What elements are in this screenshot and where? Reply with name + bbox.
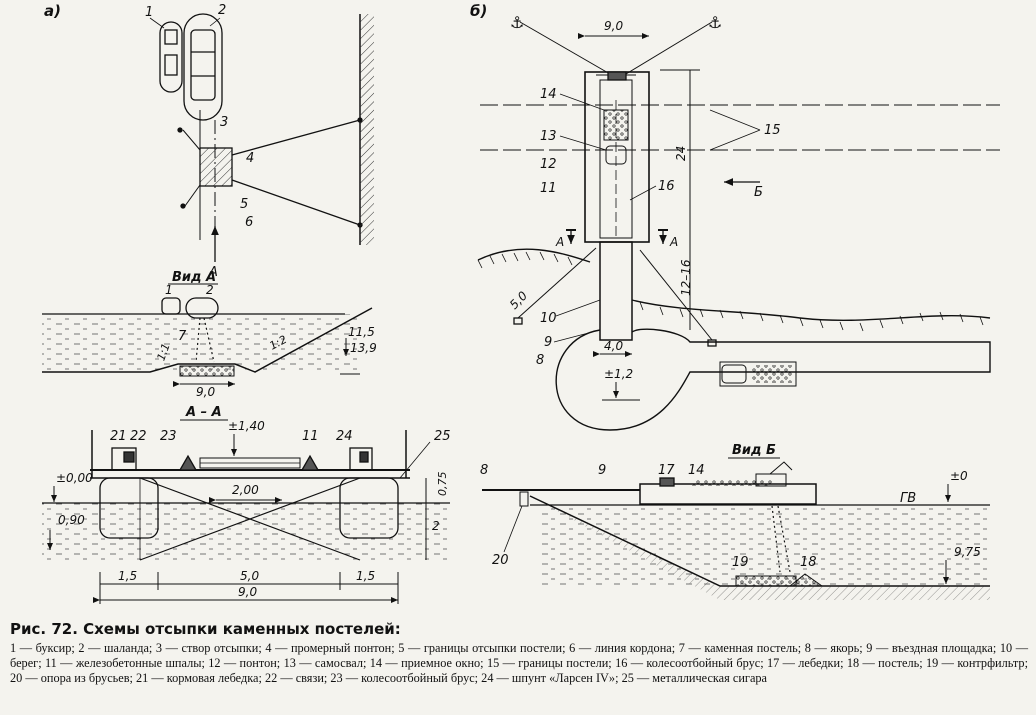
tug-1 (159, 21, 183, 93)
dim-aa-15-right: 1,5 (356, 569, 375, 583)
arrow-a-label: А (208, 265, 218, 280)
dim-b-12: ±1,2 (604, 367, 633, 381)
tie-22b (139, 477, 361, 561)
view-b: Вид Б ГВ 8 9 17 14 20 19 18 ±0 9,75 (480, 443, 990, 600)
label-gv: ГВ (900, 491, 916, 506)
dump-truck-13 (605, 145, 627, 165)
pontoon-vb (639, 483, 817, 505)
timber-support-20 (519, 491, 529, 507)
dim-aa-zero: ±0,00 (56, 471, 93, 485)
dim-a-depth: 11,5 (348, 325, 375, 339)
dim-aa-200: 2,00 (232, 483, 259, 497)
label-11-b: 11 (540, 181, 557, 196)
bed-18 (789, 573, 823, 587)
receiving-window-14 (603, 109, 629, 141)
entry-platform-9 (599, 241, 633, 341)
dim-aa-090: 0,90 (58, 513, 85, 527)
dim-b-24: 24 (674, 146, 688, 161)
figure-caption: Рис. 72. Схемы отсыпки каменных постелей… (10, 620, 1028, 686)
winch-right (349, 447, 373, 471)
section-mark-a-right: А (669, 235, 678, 249)
dim-b-width: 9,0 (604, 19, 623, 33)
anchor-8-right (707, 339, 717, 347)
dim-aa-90: 9,0 (238, 585, 257, 599)
section-aa-title: А – А (185, 405, 222, 420)
panel-a-plan: а) 1 2 3 4 5 6 А (44, 2, 374, 280)
label-1-va: 1 (165, 283, 173, 297)
caption-legend: 1 — буксир; 2 — шаланда; 3 — створ отсып… (10, 641, 1028, 685)
label-16: 16 (658, 179, 675, 194)
label-1: 1 (145, 5, 153, 20)
counterfilter-19 (735, 575, 797, 587)
dim-vb-975: 9,75 (954, 545, 981, 559)
survey-pontoon-4 (199, 147, 233, 187)
slope-left: 1:1 (154, 341, 172, 362)
label-8-vb: 8 (480, 463, 488, 478)
dim-b-50: 5,0 (507, 288, 531, 312)
view-b-title: Вид Б (732, 443, 776, 458)
label-23: 23 (160, 429, 177, 444)
label-2-va: 2 (206, 283, 214, 297)
figure-72-drawing: а) 1 2 3 4 5 6 А Вид А (42, 2, 1000, 604)
svg-text:⚓: ⚓ (510, 13, 524, 32)
label-14-vb: 14 (688, 463, 705, 478)
seabed-a (42, 307, 373, 373)
label-9-vb: 9 (598, 463, 606, 478)
section-aa: А – А 21 22 23 11 24 25 ±1,40 ±0,00 (42, 405, 452, 604)
label-8: 8 (536, 353, 544, 368)
dim-vb-zero: ±0 (950, 469, 968, 483)
label-2: 2 (218, 3, 226, 18)
anchor-8-left (513, 317, 523, 325)
view-a-title: Вид А (172, 270, 216, 285)
pontoon-12 (584, 71, 650, 243)
label-5: 5 (240, 197, 248, 212)
dim-aa-075: 0,75 (436, 472, 449, 497)
label-4: 4 (246, 151, 254, 166)
label-10: 10 (540, 311, 557, 326)
barge-2 (183, 13, 223, 121)
pontoon-right (339, 477, 399, 539)
section-mark-a-left: А (555, 235, 564, 249)
label-21: 21 (110, 429, 127, 444)
dim-a-width: 9,0 (196, 385, 215, 399)
panel-b-label: б) (470, 2, 487, 20)
label-12: 12 (540, 157, 557, 172)
dim-aa-50: 5,0 (240, 569, 259, 583)
label-7: 7 (178, 329, 187, 344)
label-9: 9 (544, 335, 552, 350)
dim-aa-15-left: 1,5 (118, 569, 137, 583)
dim-b-1216: 12–16 (679, 259, 693, 296)
dim-aa-top: ±1,40 (228, 419, 265, 433)
stone-bed-a (179, 365, 235, 377)
caption-title: Рис. 72. Схемы отсыпки каменных постелей… (10, 620, 401, 638)
view-a: Вид А 1 2 7 1:1 1:2 9,0 11,5 13,9 (42, 270, 377, 399)
label-14: 14 (540, 87, 557, 102)
turning-area (555, 328, 991, 431)
label-13: 13 (540, 129, 557, 144)
panel-b-plan: б) ⚓ ⚓ 15 9,0 24 12–16 14 13 12 11 (470, 2, 1000, 431)
label-20: 20 (492, 553, 509, 568)
label-11: 11 (302, 429, 319, 444)
arrow-b-label: Б (754, 185, 763, 200)
label-19: 19 (732, 555, 749, 570)
dim-aa-2: 2 (432, 519, 440, 533)
svg-text:⚓: ⚓ (708, 13, 722, 32)
dump-truck-road (719, 361, 797, 387)
panel-a-label: а) (44, 2, 61, 20)
winch-21 (111, 447, 137, 471)
dim-b-40: 4,0 (604, 339, 623, 353)
dim-a-depth2: 13,9 (350, 341, 377, 355)
label-6: 6 (245, 215, 253, 230)
label-18: 18 (800, 555, 817, 570)
pontoon-left (99, 477, 159, 539)
label-17: 17 (658, 463, 675, 478)
label-22: 22 (130, 429, 147, 444)
label-25: 25 (434, 429, 451, 444)
label-15: 15 (764, 123, 781, 138)
label-24: 24 (336, 429, 353, 444)
label-3: 3 (220, 115, 228, 130)
